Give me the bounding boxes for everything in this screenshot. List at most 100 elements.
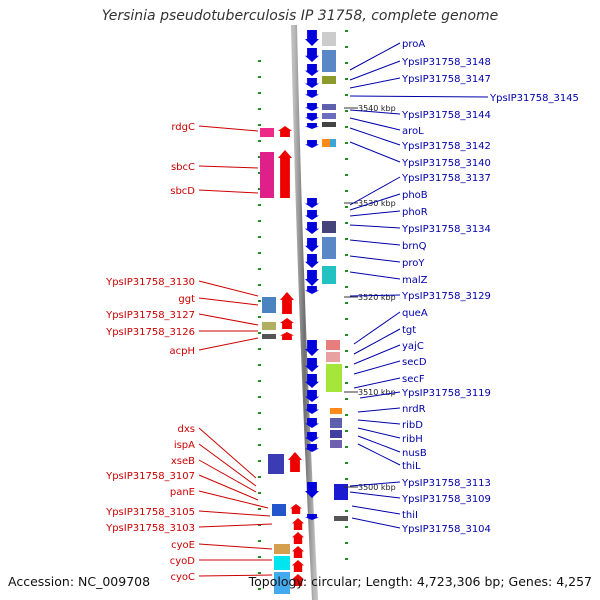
left-gene-label: sbcD [170, 186, 195, 197]
left-gene-label: dxs [178, 424, 195, 435]
left-gene-label: YpsIP31758_3130 [105, 277, 195, 288]
reverse-gene-arrow [305, 64, 319, 76]
guide-dot [258, 508, 261, 510]
left-leader-line [198, 490, 269, 509]
right-gene-label: phoR [402, 207, 428, 218]
right-leader-line [357, 407, 401, 413]
reverse-gene-arrow [305, 270, 319, 286]
right-gene-label: nusB [402, 448, 427, 459]
guide-dot [345, 158, 348, 160]
left-strand-labels: rdgCsbcCsbcDYpsIP31758_3130ggtYpsIP31758… [105, 122, 273, 583]
guide-dot [345, 542, 348, 544]
forward-gene-arrow [280, 318, 294, 329]
guide-dot [258, 172, 261, 174]
guide-dot [258, 204, 261, 206]
reverse-gene-arrow [305, 514, 319, 520]
left-leader-line [198, 189, 259, 194]
left-gene-label: YpsIP31758_3103 [105, 523, 195, 534]
guide-dot [345, 462, 348, 464]
guide-dot [345, 366, 348, 368]
guide-dot [345, 206, 348, 208]
right-leader-line [353, 360, 401, 375]
gene-box [272, 504, 286, 516]
guide-dot [345, 286, 348, 288]
reverse-gene-arrow [305, 390, 319, 402]
right-gene-label: queA [402, 308, 428, 319]
left-leader-line [198, 165, 259, 169]
left-leader-line [198, 474, 259, 501]
guide-dot [345, 174, 348, 176]
scale-tick-label: 3540 kbp [358, 104, 396, 113]
left-leader-line [198, 523, 273, 528]
left-gene-label: cyoC [170, 572, 195, 583]
left-gene-label: YpsIP31758_3126 [105, 327, 195, 338]
forward-gene-arrow [288, 452, 302, 472]
guide-dot [258, 412, 261, 414]
gene-box [326, 340, 340, 350]
right-strand-labels: proAYpsIP31758_3148YpsIP31758_3147YpsIP3… [349, 39, 579, 535]
right-gene-label: ribD [402, 420, 423, 431]
right-gene-label: YpsIP31758_3129 [401, 291, 491, 302]
guide-dot [345, 190, 348, 192]
guide-dot [345, 414, 348, 416]
gene-box [326, 352, 340, 362]
right-leader-line [349, 127, 401, 146]
right-gene-label: yajC [402, 341, 424, 352]
right-gene-label: YpsIP31758_3113 [401, 478, 491, 489]
right-leader-line [349, 176, 401, 206]
reverse-gene-arrow [305, 254, 319, 268]
forward-gene-arrow [292, 560, 304, 572]
reverse-gene-arrow [305, 444, 319, 452]
left-leader-line [198, 280, 259, 297]
gene-box [262, 322, 276, 330]
guide-dot [258, 428, 261, 430]
guide-dot [345, 510, 348, 512]
right-leader-line [349, 95, 489, 98]
right-gene-label: phoB [402, 190, 428, 201]
gene-box [322, 50, 336, 72]
guide-dot [258, 332, 261, 334]
right-leader-line [349, 491, 401, 499]
gene-box [322, 221, 336, 233]
scale-tick-label: 3500 kbp [358, 483, 396, 492]
guide-dot [258, 156, 261, 158]
guide-dot [345, 302, 348, 304]
right-leader-line [357, 419, 401, 425]
right-leader-line [349, 60, 401, 81]
right-gene-label: thiI [402, 510, 418, 521]
right-leader-line [349, 481, 401, 487]
left-leader-line [198, 297, 259, 306]
reverse-gene-arrow [305, 432, 319, 442]
right-gene-label: nrdR [402, 404, 426, 415]
left-leader-line [198, 427, 257, 479]
gene-box [334, 484, 348, 500]
guide-dot [258, 140, 261, 142]
right-leader-line [349, 239, 401, 246]
gene-box [334, 516, 348, 521]
right-gene-label: thiL [402, 461, 421, 472]
left-leader-line [198, 125, 259, 132]
right-leader-line [349, 210, 401, 217]
right-gene-label: YpsIP31758_3140 [401, 158, 491, 169]
forward-gene-arrow [292, 518, 304, 530]
gene-box [322, 266, 336, 284]
right-leader-line [353, 328, 401, 355]
right-leader-line [353, 311, 401, 345]
gene-box [330, 418, 342, 428]
guide-dot [345, 238, 348, 240]
right-gene-label: YpsIP31758_3137 [401, 173, 491, 184]
gene-box [262, 334, 276, 339]
gene-box [262, 297, 276, 313]
guide-dot [258, 252, 261, 254]
guide-dot [258, 284, 261, 286]
right-leader-line [349, 42, 401, 71]
reverse-gene-arrow [305, 340, 319, 356]
guide-dot [345, 94, 348, 96]
right-leader-line [351, 517, 401, 529]
left-gene-label: cyoE [171, 540, 195, 551]
right-gene-label: brnQ [402, 241, 427, 252]
guide-dot [258, 316, 261, 318]
right-leader-line [353, 344, 401, 365]
reverse-gene-arrow [305, 238, 319, 252]
right-leader-line [349, 141, 401, 163]
